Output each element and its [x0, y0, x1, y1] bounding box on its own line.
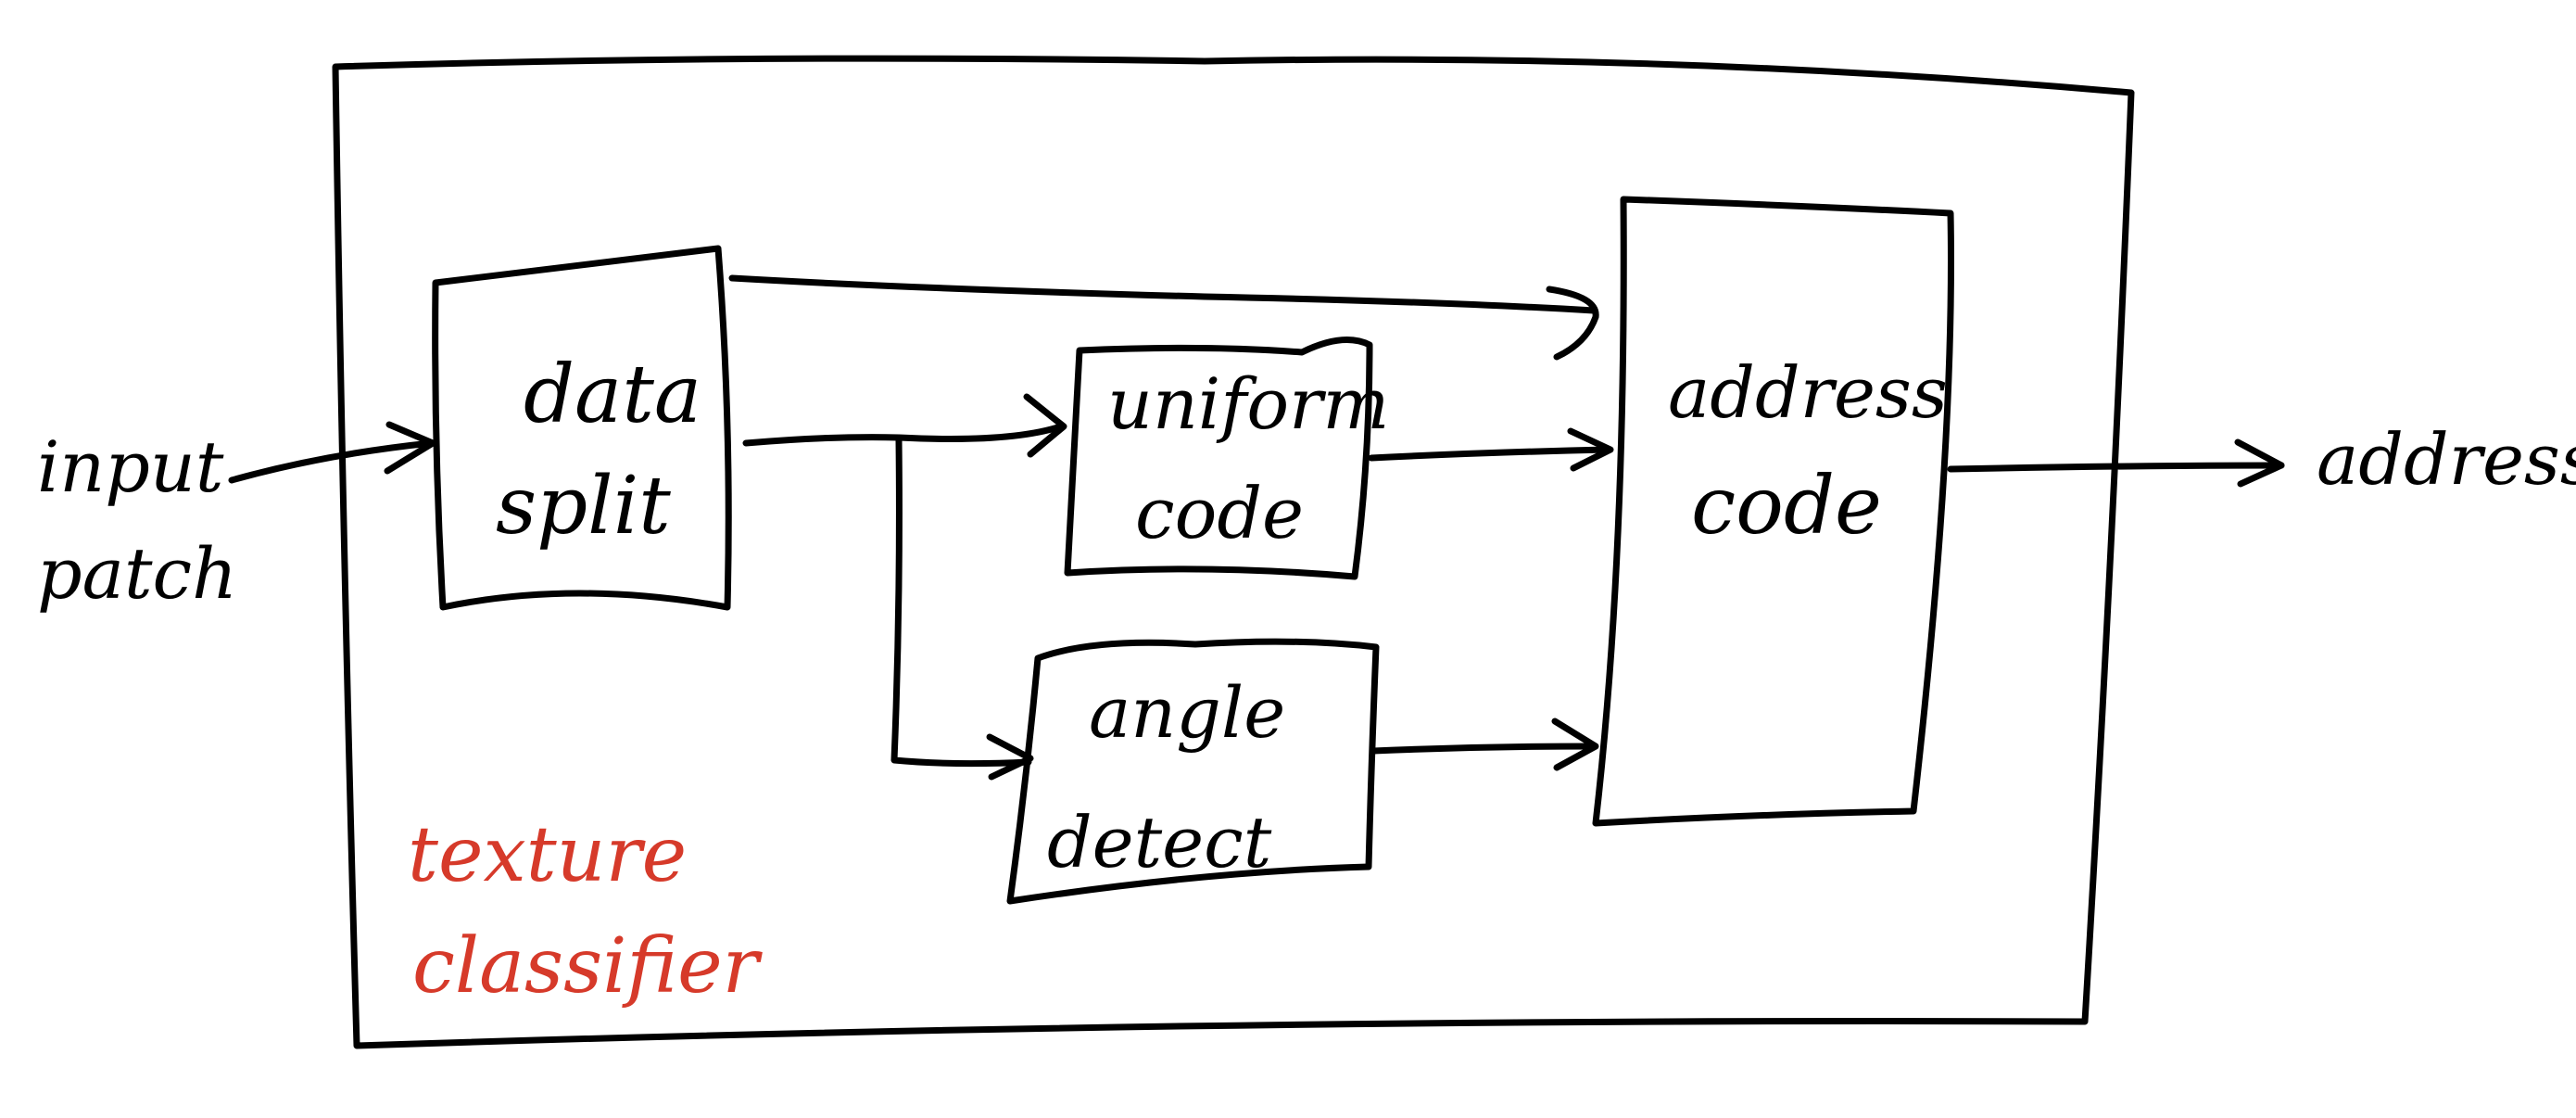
input-label-line1: input — [37, 426, 224, 508]
bypass-arrow — [728, 274, 1597, 314]
input-label-line2: patch — [37, 532, 237, 615]
texture-classifier-container — [332, 55, 2135, 1049]
container-label-line1: texture — [408, 811, 687, 899]
address-code-label-line2: code — [1691, 460, 1882, 553]
output-label: address — [2317, 418, 2576, 501]
address-code-label-line1: address — [1668, 351, 1948, 434]
bypass-arrowhead — [1546, 286, 1599, 361]
angle-detect-label-line2: detect — [1047, 801, 1272, 883]
angle-to-address-arrowhead — [1551, 718, 1599, 771]
split-to-uniform-arrow — [742, 423, 1065, 447]
split-to-uniform-arrowhead — [1023, 393, 1067, 458]
angle-detect-block — [1006, 638, 1380, 905]
angle-detect-label-line1: angle — [1089, 671, 1285, 754]
uniform-code-label-line2: code — [1135, 472, 1304, 554]
output-arrow — [1947, 462, 2285, 473]
output-arrowhead — [2234, 438, 2285, 488]
container-label-line2: classifier — [412, 922, 764, 1010]
data-split-block — [432, 245, 732, 611]
input-arrow — [228, 439, 435, 484]
data-split-label-line2: split — [496, 460, 671, 553]
split-to-angle-arrowhead — [986, 733, 1034, 781]
uniform-code-block — [1064, 337, 1373, 580]
uniform-to-address-arrowhead — [1567, 427, 1614, 472]
data-split-label-line1: data — [524, 349, 701, 441]
input-arrowhead — [384, 421, 436, 475]
address-code-block — [1592, 196, 1954, 827]
split-to-angle-branch — [890, 437, 1032, 768]
uniform-to-address-arrow — [1368, 446, 1611, 462]
angle-to-address-arrow — [1370, 743, 1597, 755]
uniform-code-label-line1: uniform — [1107, 362, 1389, 445]
